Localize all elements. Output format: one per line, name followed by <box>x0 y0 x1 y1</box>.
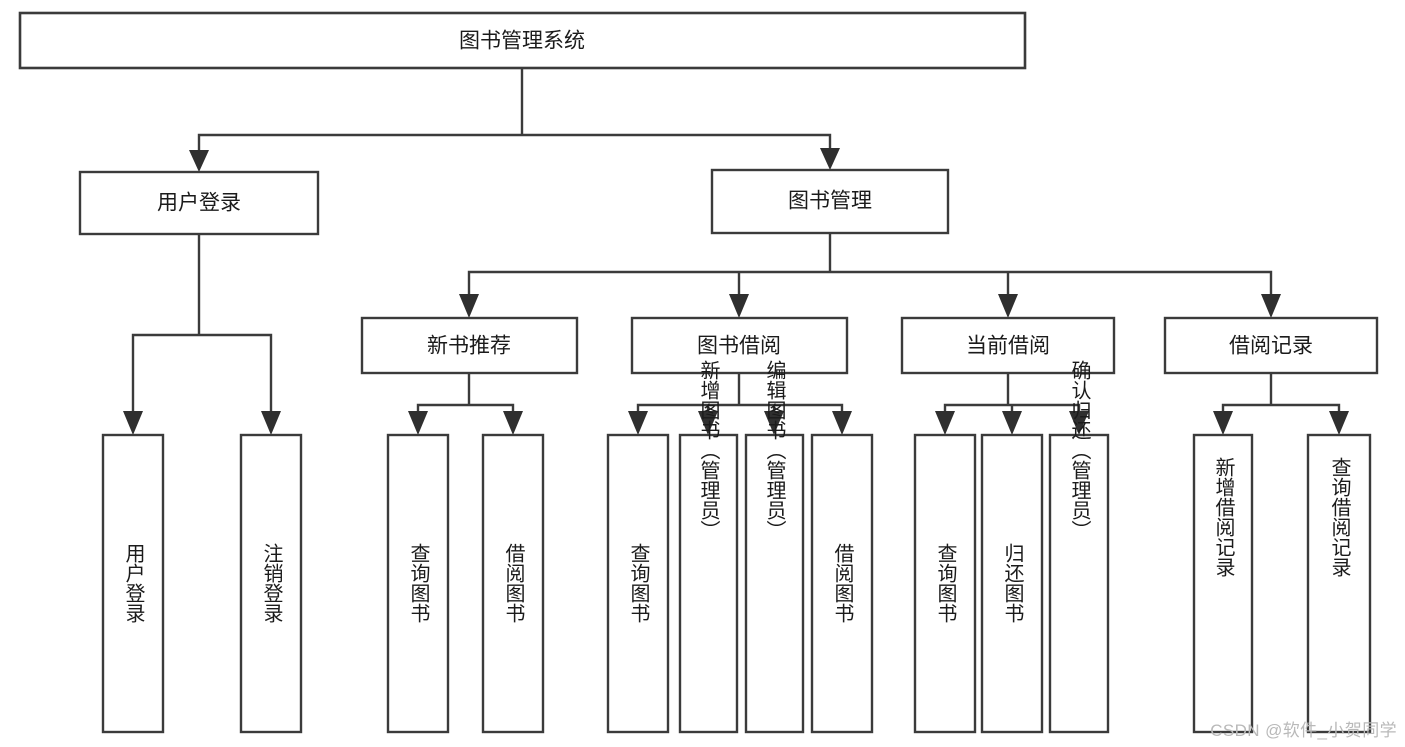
leaf-add-record-rect[interactable] <box>1192 433 1254 734</box>
leaf-logout[interactable]: 注销登录 <box>239 433 303 734</box>
leaf-borrow-book-1-rect[interactable] <box>481 433 545 734</box>
leaf-add-book[interactable]: 新增图书（管理员） <box>678 360 739 734</box>
leaf-query-book-1-label: 查询图书 <box>407 543 430 623</box>
leaf-query-book-3[interactable]: 查询图书 <box>913 433 977 734</box>
leaf-user-login-rect[interactable] <box>101 433 165 734</box>
arrowhead-user-login <box>189 150 209 172</box>
leaf-add-book-rect[interactable] <box>678 433 739 734</box>
leaf-edit-book-label: 编辑图书（管理员） <box>763 360 786 540</box>
leaf-user-login[interactable]: 用户登录 <box>101 433 165 734</box>
leaf-logout-rect[interactable] <box>239 433 303 734</box>
leaf-borrow-book-1-label: 借阅图书 <box>502 543 525 623</box>
arrowhead-leaf-edit-book <box>764 411 784 435</box>
leaf-confirm-return[interactable]: 确认归还（管理员） <box>1048 360 1110 734</box>
leaf-query-book-2-rect[interactable] <box>606 433 670 734</box>
arrowhead-book-borrow <box>729 294 749 318</box>
leaf-return-book-label: 归还图书 <box>1001 543 1024 623</box>
node-book-borrow-rect[interactable] <box>630 316 849 375</box>
leaf-borrow-book-2-rect[interactable] <box>810 433 874 734</box>
arrowhead-leaf-return-book <box>1002 411 1022 435</box>
arrowhead-leaf-query-book-1 <box>408 411 428 435</box>
node-user-login[interactable]: 用户登录 <box>78 170 320 236</box>
leaf-query-book-3-label: 查询图书 <box>934 543 957 623</box>
connector-user-login-to-leaves <box>131 232 273 415</box>
leaf-query-book-3-rect[interactable] <box>913 433 977 734</box>
node-book-manage-rect[interactable] <box>710 168 950 235</box>
leaf-borrow-book-2-label: 借阅图书 <box>831 543 854 623</box>
leaf-confirm-return-rect[interactable] <box>1048 433 1110 734</box>
node-user-login-label: 用户登录 <box>157 192 241 215</box>
arrowhead-leaf-borrow-book-1 <box>503 411 523 435</box>
leaf-user-login-label: 用户登录 <box>122 543 145 623</box>
node-book-borrow-label: 图书借阅 <box>697 335 781 358</box>
leaf-edit-book[interactable]: 编辑图书（管理员） <box>744 360 805 734</box>
node-book-manage[interactable]: 图书管理 <box>710 168 950 235</box>
node-new-book-recommend[interactable]: 新书推荐 <box>360 316 579 375</box>
node-current-borrow-rect[interactable] <box>900 316 1116 375</box>
connector-book-manage-to-bus <box>467 231 1273 298</box>
node-current-borrow[interactable]: 当前借阅 <box>900 316 1116 375</box>
node-book-borrow[interactable]: 图书借阅 <box>630 316 849 375</box>
leaf-add-book-label: 新增图书（管理员） <box>697 360 720 540</box>
node-borrow-record-rect[interactable] <box>1163 316 1379 375</box>
node-root-rect[interactable] <box>18 11 1027 70</box>
connector-borrow-record-to-leaves <box>1221 371 1341 415</box>
arrowhead-book-manage <box>820 148 840 170</box>
connector-current-borrow-to-leaves <box>943 371 1081 415</box>
leaf-query-record-label: 查询借阅记录 <box>1328 457 1351 577</box>
leaf-return-book-rect[interactable] <box>980 433 1044 734</box>
leaf-edit-book-rect[interactable] <box>744 433 805 734</box>
arrowhead-current-borrow <box>998 294 1018 318</box>
connector-layer <box>123 66 1349 435</box>
node-borrow-record-label: 借阅记录 <box>1229 335 1313 358</box>
connector-book-borrow-to-leaves <box>636 371 844 415</box>
leaf-query-book-2[interactable]: 查询图书 <box>606 433 670 734</box>
arrowhead-leaf-user-login <box>123 411 143 435</box>
leaf-query-record-rect[interactable] <box>1306 433 1372 734</box>
node-book-manage-label: 图书管理 <box>788 190 872 213</box>
connector-root-to-bus <box>197 66 832 154</box>
leaf-borrow-book-2[interactable]: 借阅图书 <box>810 433 874 734</box>
leaf-query-book-1-rect[interactable] <box>386 433 450 734</box>
leaf-add-record-label: 新增借阅记录 <box>1212 457 1235 577</box>
node-new-book-recommend-rect[interactable] <box>360 316 579 375</box>
arrowhead-leaf-add-book <box>698 411 718 435</box>
leaf-query-book-1[interactable]: 查询图书 <box>386 433 450 734</box>
arrowhead-leaf-query-record <box>1329 411 1349 435</box>
node-user-login-rect[interactable] <box>78 170 320 236</box>
arrowhead-leaf-add-record <box>1213 411 1233 435</box>
csdn-watermark: CSDN @软件_小贺同学 <box>1210 721 1397 740</box>
arrowhead-new-book-recommend <box>459 294 479 318</box>
arrowhead-borrow-record <box>1261 294 1281 318</box>
leaf-confirm-return-label: 确认归还（管理员） <box>1068 360 1091 540</box>
node-borrow-record[interactable]: 借阅记录 <box>1163 316 1379 375</box>
node-root[interactable]: 图书管理系统 <box>18 11 1027 70</box>
leaf-logout-label: 注销登录 <box>260 543 283 623</box>
arrowhead-leaf-borrow-book-2 <box>832 411 852 435</box>
arrowhead-leaf-logout <box>261 411 281 435</box>
connector-new-book-recommend-to-leaves <box>416 371 515 415</box>
node-root-label: 图书管理系统 <box>459 30 585 53</box>
arrowhead-leaf-query-book-3 <box>935 411 955 435</box>
arrowhead-leaf-confirm-return <box>1069 411 1089 435</box>
leaf-borrow-book-1[interactable]: 借阅图书 <box>481 433 545 734</box>
leaf-query-record[interactable]: 查询借阅记录 <box>1306 433 1372 734</box>
node-new-book-recommend-label: 新书推荐 <box>427 335 511 358</box>
node-current-borrow-label: 当前借阅 <box>966 335 1050 358</box>
leaf-return-book[interactable]: 归还图书 <box>980 433 1044 734</box>
leaf-add-record[interactable]: 新增借阅记录 <box>1192 433 1254 734</box>
leaf-query-book-2-label: 查询图书 <box>627 543 650 623</box>
arrowhead-leaf-query-book-2 <box>628 411 648 435</box>
